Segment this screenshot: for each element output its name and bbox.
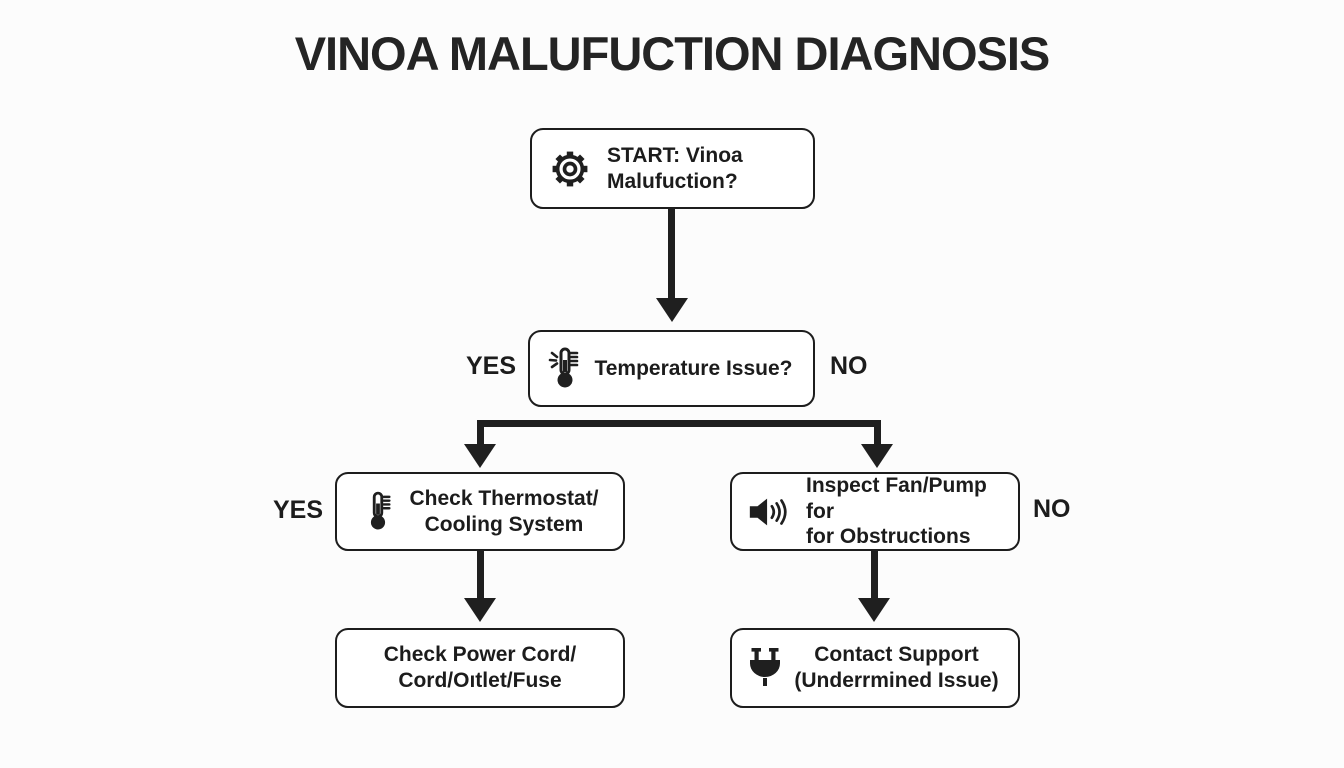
arrowhead-down-icon — [858, 598, 890, 622]
branch-bar — [477, 420, 881, 427]
node-temperature-label: Temperature Issue? — [594, 356, 793, 380]
arrowhead-down-icon — [464, 444, 496, 468]
thermometer-rays-icon — [530, 345, 584, 393]
arrow-thermostat-to-power — [477, 550, 484, 600]
node-inspect-fan-pump-label: Inspect Fan/Pump for for Obstructions — [806, 474, 987, 549]
label-fan-no: NO — [1033, 495, 1071, 523]
arrow-start-to-temperature — [668, 208, 675, 300]
branch-right-connector — [874, 420, 881, 446]
plug-icon — [732, 645, 785, 691]
node-start-label: START: Vinoa Malufuction? — [607, 143, 743, 193]
arrowhead-down-icon — [464, 598, 496, 622]
node-check-power-cord: Check Power Cord/ Cord/Oıtlet/Fuse — [335, 628, 625, 708]
arrowhead-down-icon — [656, 298, 688, 322]
label-temperature-yes: YES — [465, 352, 516, 380]
label-temperature-no: NO — [830, 352, 868, 380]
arrow-fan-to-support — [871, 550, 878, 600]
thermometer-icon — [337, 488, 395, 536]
label-thermostat-yes: YES — [272, 496, 323, 524]
node-start: START: Vinoa Malufuction? — [530, 128, 815, 209]
gear-icon — [532, 147, 593, 191]
node-inspect-fan-pump: Inspect Fan/Pump for for Obstructions — [730, 472, 1020, 551]
node-check-power-cord-label: Check Power Cord/ Cord/Oıtlet/Fuse — [383, 643, 577, 692]
node-contact-support: Contact Support (Underrmined Issue) — [730, 628, 1020, 708]
node-check-thermostat-label: Check Thermostat/ Cooling System — [409, 486, 599, 536]
page-title: VINOA MALUFUCTION DIAGNOSIS — [294, 27, 1051, 80]
node-check-thermostat: Check Thermostat/ Cooling System — [335, 472, 625, 551]
branch-left-connector — [477, 420, 484, 446]
arrowhead-down-icon — [861, 444, 893, 468]
node-contact-support-label: Contact Support (Underrmined Issue) — [794, 643, 999, 692]
speaker-icon — [732, 494, 792, 530]
node-temperature: Temperature Issue? — [528, 330, 815, 407]
